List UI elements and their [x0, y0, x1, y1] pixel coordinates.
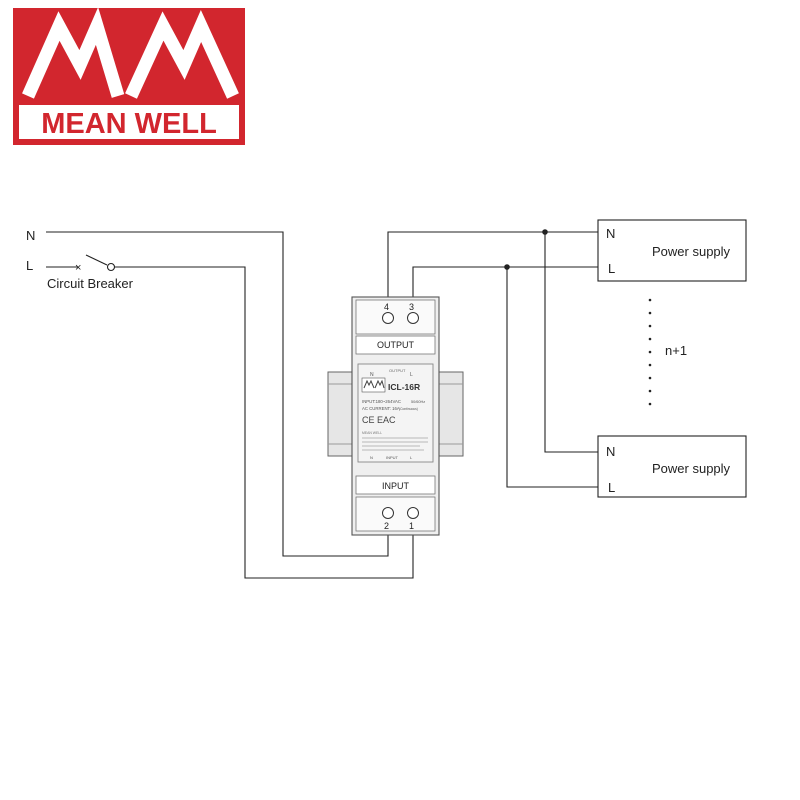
ce-mark: CE EAC: [362, 415, 396, 425]
logo-w-shape: [125, 10, 239, 99]
neutral-branch-wire: [544, 232, 598, 453]
front-l-label: L: [410, 372, 413, 378]
power-supply-l-label: L: [608, 480, 615, 495]
terminal-4-label: 4: [384, 302, 389, 312]
device-model: ICL-16R: [388, 382, 420, 392]
power-supply-box: [597, 435, 747, 498]
neutral-input-wire: [46, 231, 389, 557]
front-input-label: INPUT: [386, 455, 399, 460]
neutral-output-wire: [387, 231, 598, 300]
count-label: n+1: [665, 343, 687, 358]
mean-well-logo: MEAN WELL: [13, 8, 245, 145]
power-supply-label: Power supply: [652, 461, 731, 476]
power-supply-n-label: N: [606, 444, 615, 459]
terminal-2-label: 2: [384, 521, 389, 531]
icl-16r-device: 4 3 OUTPUT OUTPUT N L ICL-16R INPUT:180~…: [327, 296, 464, 536]
device-spec-current-note: (Continuous): [399, 407, 418, 411]
terminal-1: [407, 507, 419, 519]
terminal-3-label: 3: [409, 302, 414, 312]
output-label-plate: [355, 335, 436, 355]
input-neutral-label: N: [26, 228, 35, 243]
input-live-label: L: [26, 258, 33, 273]
live-output-wire: [412, 266, 598, 300]
logo-brand-text: MEAN WELL: [41, 108, 217, 140]
power-supply-n-label: N: [606, 226, 615, 241]
input-terminal-block: [355, 496, 436, 532]
terminal-2: [382, 507, 394, 519]
live-breaker-wire: [114, 266, 414, 579]
device-spec-input: INPUT:180~264VAC: [362, 399, 401, 404]
breaker-x-mark: ×: [75, 262, 81, 274]
front-n-label: N: [370, 372, 374, 378]
terminal-3: [407, 312, 419, 324]
power-supply-label: Power supply: [652, 244, 731, 259]
front-n-input-label: N: [370, 455, 373, 460]
terminal-1-label: 1: [409, 521, 414, 531]
live-branch-wire: [506, 267, 598, 488]
output-label: OUTPUT: [377, 340, 415, 350]
breaker-contact: [106, 262, 116, 272]
input-label: INPUT: [382, 481, 410, 491]
manufacturer-text: MEAN WELL: [362, 431, 382, 435]
front-l-input-label: L: [410, 455, 413, 460]
logo-m-shape: [22, 8, 125, 99]
input-label-plate: [355, 475, 436, 495]
power-supply-2: N L Power supply: [597, 435, 747, 498]
output-terminal-block: [355, 299, 436, 335]
circuit-breaker-label: Circuit Breaker: [47, 276, 134, 291]
neutral-junction-dot: [542, 229, 548, 235]
power-supply-l-label: L: [608, 261, 615, 276]
live-junction-dot: [504, 264, 510, 270]
device-spec-current: AC CURRENT: 16A: [362, 406, 400, 411]
power-supply-1: N L Power supply: [597, 219, 747, 282]
terminal-4: [382, 312, 394, 324]
logo-brand-band: [19, 105, 239, 139]
power-supply-box: [597, 219, 747, 282]
output-marker: OUTPUT: [389, 368, 406, 373]
continuation-dots: [648, 298, 652, 406]
breaker-switch-arm: [85, 254, 108, 266]
device-spec-frequency: 50/60Hz: [411, 400, 425, 404]
